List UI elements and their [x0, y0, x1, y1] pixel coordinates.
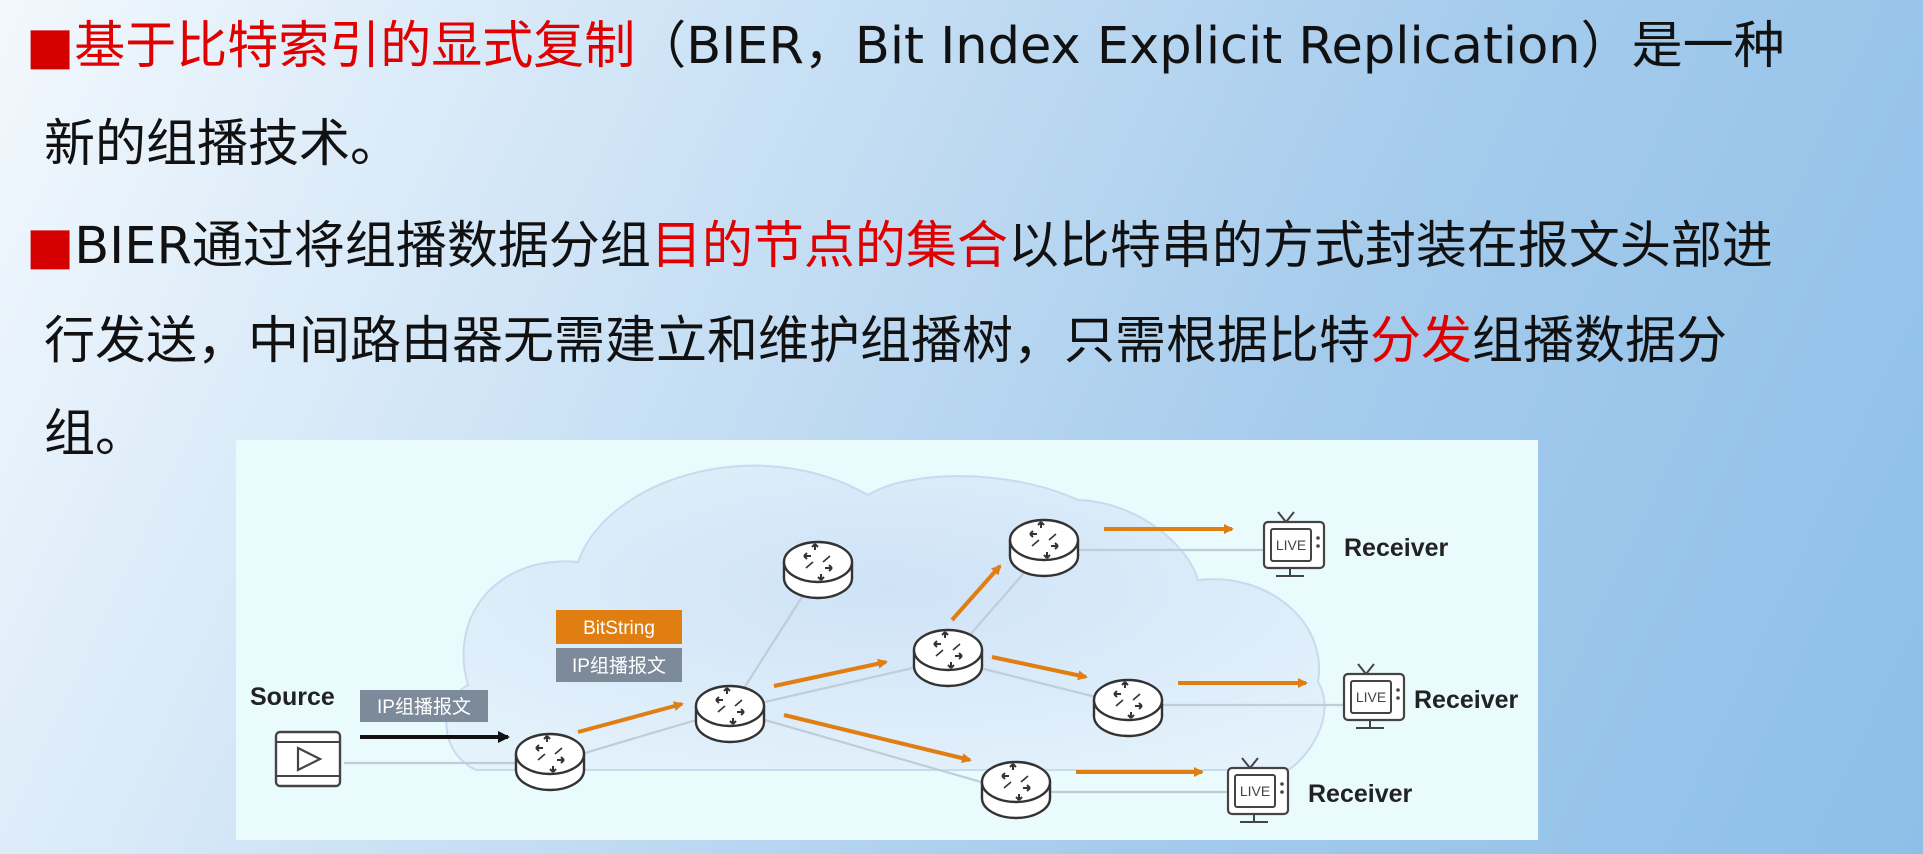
bitstring-label: BitString — [583, 618, 655, 639]
router-core-1 — [694, 684, 766, 744]
bier-english-name: （BIER，Bit Index Explicit Replication）是一种 — [635, 17, 1785, 76]
router-core-3 — [912, 628, 984, 688]
router-egress-3 — [980, 760, 1052, 820]
source-label: Source — [250, 683, 335, 711]
router-ingress — [514, 732, 586, 792]
paragraph-2-line-2: 行发送，中间路由器无需建立和维护组播树，只需根据比特分发组播数据分 — [44, 292, 1727, 392]
live-text: LIVE — [1356, 689, 1386, 705]
paragraph-2-part-2: 以比特串的方式封装在报文头部进 — [1007, 217, 1773, 276]
distribute-highlight: 分发 — [1370, 312, 1473, 371]
receiver-label-3: Receiver — [1308, 780, 1413, 808]
live-text: LIVE — [1276, 537, 1306, 553]
paragraph-1-line-2-text: 新的组播技术。 — [44, 115, 402, 174]
live-tv-icon: LIVE — [1226, 756, 1290, 824]
bullet-square: ■ — [26, 17, 75, 76]
multicast-flow-arrows — [577, 524, 1308, 777]
router-egress-1 — [1008, 518, 1080, 578]
live-tv-icon: LIVE — [1342, 662, 1406, 730]
paragraph-2-line-1: ■BIER通过将组播数据分组目的节点的集合以比特串的方式封装在报文头部进 — [26, 197, 1773, 297]
paragraph-2-line-3: 组。 — [44, 385, 146, 485]
live-tv-icon: LIVE — [1262, 510, 1326, 578]
destination-set-highlight: 目的节点的集合 — [650, 217, 1008, 276]
paragraph-2-line-2-part-2: 组播数据分 — [1472, 312, 1728, 371]
bier-chinese-name: 基于比特索引的显式复制 — [74, 17, 636, 76]
paragraph-1-line-1: ■基于比特索引的显式复制（BIER，Bit Index Explicit Rep… — [26, 0, 1785, 97]
router-core-2 — [782, 540, 854, 600]
bullet-square: ■ — [26, 217, 75, 276]
paragraph-1-line-2: 新的组播技术。 — [44, 95, 401, 195]
paragraph-2-line-3-text: 组。 — [44, 405, 147, 464]
bier-network-diagram: Source IP组播报文 BitString IP组播报文 LIVE Rece… — [236, 440, 1538, 840]
bier-diagram-svg: Source IP组播报文 BitString IP组播报文 LIVE Rece… — [250, 464, 1519, 824]
receiver-label-2: Receiver — [1414, 686, 1519, 714]
bier-packet-tag: BitString IP组播报文 — [556, 610, 682, 682]
video-player-icon — [274, 730, 342, 788]
router-egress-2 — [1092, 678, 1164, 738]
ip-packet-tag-label: IP组播报文 — [377, 696, 471, 718]
bier-ip-label: IP组播报文 — [572, 655, 666, 677]
ip-packet-tag: IP组播报文 — [360, 690, 488, 722]
live-text: LIVE — [1240, 783, 1270, 799]
paragraph-2-part-1: BIER通过将组播数据分组 — [74, 217, 651, 276]
receiver-label-1: Receiver — [1344, 534, 1449, 562]
paragraph-2-line-2-part-1: 行发送，中间路由器无需建立和维护组播树，只需根据比特 — [44, 312, 1371, 371]
